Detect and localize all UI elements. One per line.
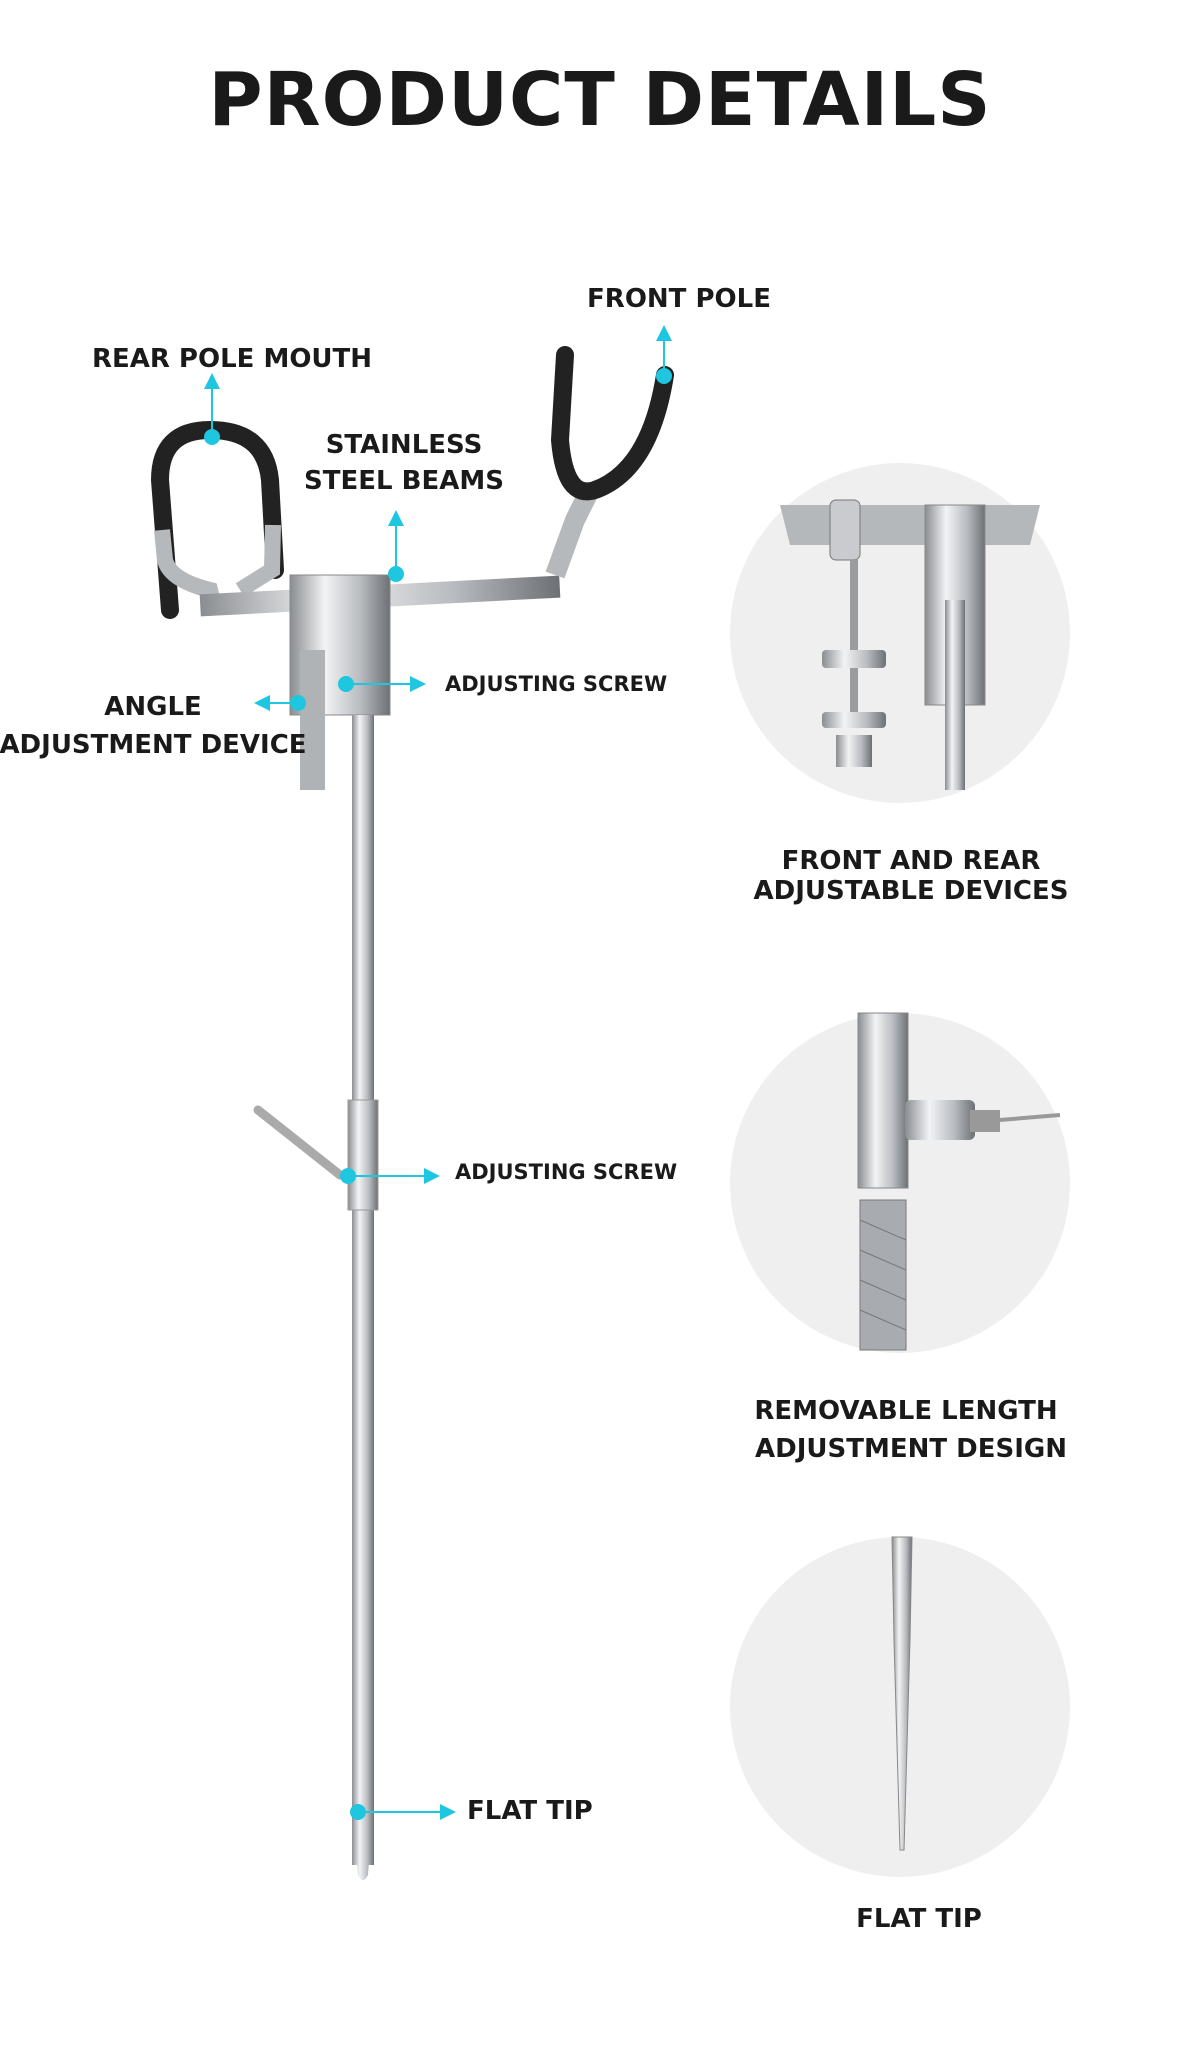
callout-rear-pole-mouth: REAR POLE MOUTH bbox=[91, 344, 373, 374]
callout-angle-line1: ANGLE bbox=[104, 692, 202, 722]
detail-caption-2-line1: REMOVABLE LENGTH bbox=[754, 1396, 1058, 1426]
callout-flat-tip: FLAT TIP bbox=[467, 1796, 593, 1826]
detail-caption-2-line2: ADJUSTMENT DESIGN bbox=[755, 1434, 1067, 1464]
page-title: PRODUCT DETAILS bbox=[208, 57, 992, 143]
callout-angle-line2: ADJUSTMENT DEVICE bbox=[0, 730, 307, 760]
callout-adjusting-screw-middle: ADJUSTING SCREW bbox=[455, 1160, 678, 1184]
detail-caption-1-line2: ADJUSTABLE DEVICES bbox=[753, 876, 1069, 906]
flat-tip-photo bbox=[891, 1536, 913, 1851]
callout-markers bbox=[204, 325, 672, 1820]
callout-beams-line1: STAINLESS bbox=[325, 430, 483, 460]
rod-holder-illustration bbox=[150, 346, 674, 1880]
callout-beams-line2: STEEL BEAMS bbox=[304, 466, 504, 496]
length-adjustment-photo bbox=[857, 1012, 1061, 1351]
adjustable-device-photo bbox=[780, 499, 1040, 790]
callout-front-pole: FRONT POLE bbox=[587, 284, 771, 314]
detail-caption-3: FLAT TIP bbox=[856, 1904, 982, 1934]
callout-adjusting-screw-top: ADJUSTING SCREW bbox=[445, 672, 668, 696]
detail-caption-1-line1: FRONT AND REAR bbox=[781, 846, 1041, 876]
